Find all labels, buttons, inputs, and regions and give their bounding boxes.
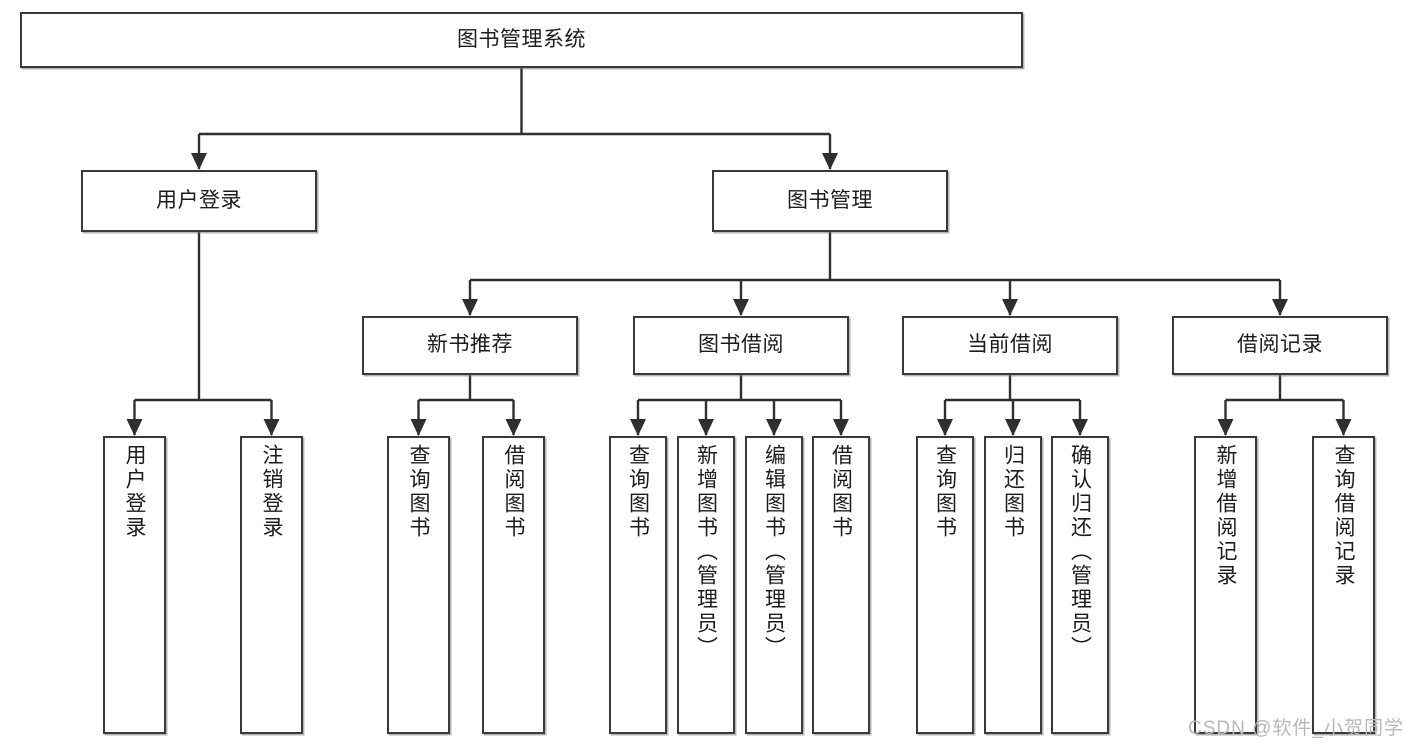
node-current-borrow[interactable]: 当前借阅 <box>902 316 1118 375</box>
arrow-head <box>1272 299 1288 316</box>
node-label: 归还图书 <box>1001 444 1025 540</box>
arrow-head <box>1335 419 1352 436</box>
node-label: 当前借阅 <box>967 333 1053 357</box>
arrow-head <box>833 419 849 436</box>
arrow-head <box>937 419 953 436</box>
node-leaf-cb-query[interactable]: 查询图书 <box>916 436 974 734</box>
node-book-borrow[interactable]: 图书借阅 <box>633 316 849 375</box>
node-label: 新增图书（管理员） <box>694 444 718 660</box>
node-label: 确认归还（管理员） <box>1068 444 1092 660</box>
arrow-head <box>1217 419 1234 436</box>
arrow-head <box>505 419 522 436</box>
node-label: 借阅记录 <box>1237 333 1323 357</box>
node-label: 用户登录 <box>156 188 242 212</box>
arrow-head <box>733 299 749 316</box>
node-new-book-rec[interactable]: 新书推荐 <box>362 316 578 375</box>
arrow-head <box>462 299 478 316</box>
arrow-head <box>1072 419 1088 436</box>
node-leaf-user-logout[interactable]: 注销登录 <box>240 436 303 734</box>
node-leaf-bb-query[interactable]: 查询图书 <box>609 436 667 734</box>
node-leaf-rec-query[interactable]: 查询图书 <box>387 436 450 734</box>
node-user-login[interactable]: 用户登录 <box>81 170 317 232</box>
arrow-head <box>630 419 646 436</box>
node-label: 查询图书 <box>626 444 650 540</box>
node-label: 新增借阅记录 <box>1214 444 1237 588</box>
node-label: 图书管理 <box>787 188 873 212</box>
arrow-head <box>1005 419 1021 436</box>
node-label: 用户登录 <box>123 444 146 540</box>
node-leaf-bb-borrow[interactable]: 借阅图书 <box>812 436 870 734</box>
node-leaf-rec-borrow[interactable]: 借阅图书 <box>482 436 545 734</box>
node-leaf-br-query[interactable]: 查询借阅记录 <box>1312 436 1375 734</box>
arrow-head <box>410 419 427 436</box>
arrow-head <box>126 419 143 436</box>
node-label: 查询借阅记录 <box>1332 444 1355 588</box>
node-root[interactable]: 图书管理系统 <box>20 12 1023 68</box>
node-book-manage[interactable]: 图书管理 <box>712 170 948 232</box>
node-leaf-bb-edit[interactable]: 编辑图书（管理员） <box>745 436 803 734</box>
node-label: 查询图书 <box>933 444 957 540</box>
node-label: 图书管理系统 <box>457 27 586 51</box>
node-leaf-bb-add[interactable]: 新增图书（管理员） <box>677 436 735 734</box>
node-leaf-user-login[interactable]: 用户登录 <box>103 436 166 734</box>
watermark-text: CSDN @软件_小贺同学 <box>1188 718 1404 739</box>
node-leaf-cb-return[interactable]: 归还图书 <box>984 436 1042 734</box>
node-leaf-br-add[interactable]: 新增借阅记录 <box>1194 436 1257 734</box>
arrow-head <box>1002 299 1018 316</box>
node-label: 编辑图书（管理员） <box>762 444 786 660</box>
node-label: 借阅图书 <box>502 444 525 540</box>
arrow-head <box>191 153 207 170</box>
node-label: 新书推荐 <box>427 333 513 357</box>
node-label: 借阅图书 <box>829 444 853 540</box>
arrow-head <box>766 419 782 436</box>
arrow-head <box>822 153 838 170</box>
node-borrow-record[interactable]: 借阅记录 <box>1172 316 1388 375</box>
node-leaf-cb-confirm[interactable]: 确认归还（管理员） <box>1051 436 1109 734</box>
node-label: 查询图书 <box>407 444 430 540</box>
node-label: 图书借阅 <box>698 333 784 357</box>
arrow-head <box>263 419 280 436</box>
arrow-head <box>698 419 714 436</box>
node-label: 注销登录 <box>260 444 283 540</box>
